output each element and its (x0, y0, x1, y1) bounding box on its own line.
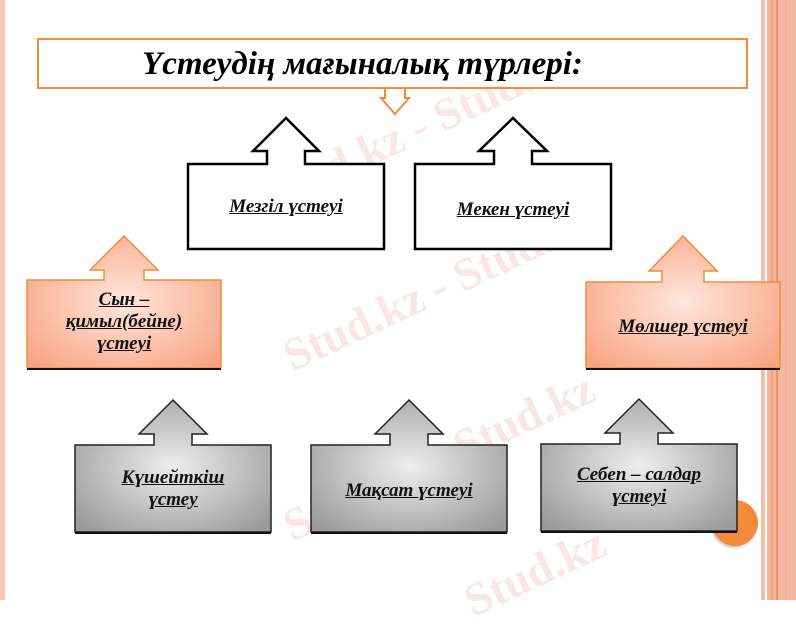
node-label-line: үстеуі (611, 486, 667, 507)
left-border-stripe (0, 0, 5, 600)
node-label-line: Себеп – салдар (576, 464, 702, 485)
node-molsher-usteui: Мөлшер үстеуі (583, 233, 783, 371)
down-arrow-icon (375, 87, 415, 116)
node-maksat-usteui: Мақсат үстеуі (309, 397, 509, 535)
node-label: Мезгіл үстеуі (229, 196, 343, 217)
title-box: Үстеудің мағыналық түрлері: (37, 38, 748, 89)
node-syn-kimyl-usteui: Сын – қимыл(бейне) үстеуі (24, 233, 224, 371)
diagram-title: Үстеудің мағыналық түрлері: (142, 46, 583, 82)
node-meken-usteui: Мекен үстеуі (413, 116, 613, 252)
node-kusheitkish-ustey: Күшейткіш үстеу (73, 397, 273, 535)
node-label-line: Күшейткіш (121, 467, 225, 488)
node-label-line: Сын – (98, 289, 150, 310)
node-sebep-saldar-usteui: Себеп – салдар үстеуі (539, 396, 739, 534)
node-label-line: қимыл(бейне) (65, 311, 183, 332)
node-label-line: үстеуі (96, 333, 152, 354)
node-label-line: үстеу (148, 489, 198, 510)
node-mezgil-usteui: Мезгіл үстеуі (186, 116, 386, 252)
node-label: Мекен үстеуі (456, 199, 570, 220)
node-label: Мақсат үстеуі (345, 480, 473, 501)
node-label: Мөлшер үстеуі (618, 316, 748, 337)
